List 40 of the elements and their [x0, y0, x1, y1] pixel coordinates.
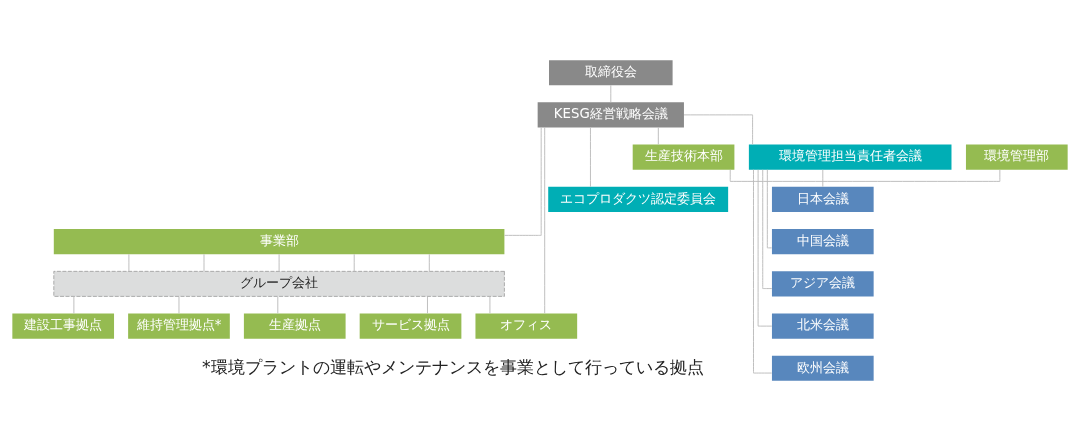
node-box: 欧州会議 [771, 355, 874, 381]
node-box: 建設工事拠点 [12, 313, 115, 339]
connector [277, 296, 279, 314]
connector [766, 169, 773, 249]
connector [544, 127, 546, 314]
connector [590, 127, 591, 188]
connector [128, 253, 130, 272]
connector [178, 296, 180, 314]
node-box: 取締役会 [549, 60, 673, 86]
connector [822, 169, 824, 188]
node-box: 事業部 [53, 229, 505, 255]
node-box: 中国会議 [771, 229, 874, 255]
connector [428, 253, 430, 272]
connector [278, 253, 280, 272]
connector [427, 296, 428, 314]
node-box: 日本会議 [771, 186, 874, 212]
node-box: サービス拠点 [359, 313, 462, 339]
node-box: 維持管理拠点* [128, 313, 230, 339]
connector [683, 114, 754, 145]
connector [753, 169, 773, 374]
connector [610, 84, 612, 103]
connector [757, 169, 773, 327]
node-box: 生産技術本部 [632, 144, 735, 170]
node-box: アジア会議 [771, 271, 874, 297]
node-box: グループ会社 [53, 270, 505, 297]
connector [73, 296, 75, 314]
connector [203, 253, 205, 272]
label: *環境プラントの運転やメンテナンスを事業として行っている拠点 [201, 356, 704, 377]
node-box: 北米会議 [771, 313, 874, 339]
connector [657, 127, 659, 145]
connector [489, 296, 491, 314]
connector [504, 127, 542, 236]
node-box: 環境管理担当責任者会議 [748, 144, 952, 170]
node-box: 環境管理部 [965, 144, 1068, 170]
node-box: 生産拠点 [243, 313, 346, 339]
node-box: KESG経営戦略会議 [537, 102, 684, 128]
node-box: オフィス [475, 313, 578, 339]
node-box: エコプロダクツ認定委員会 [548, 186, 729, 212]
connector [762, 169, 773, 290]
connector [353, 253, 355, 272]
